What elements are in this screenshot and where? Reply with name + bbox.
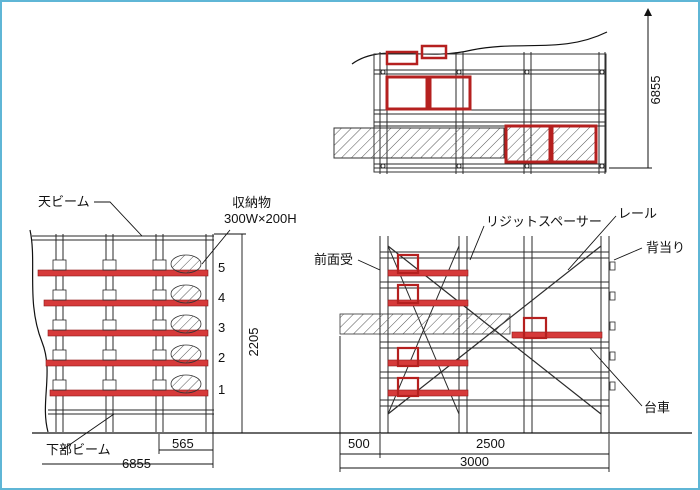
leader-lines [61,201,643,451]
bottom-beam-label: 下部ビーム [46,442,111,457]
left-view-length-label: 6855 [122,456,151,471]
left-view-joints [52,259,167,391]
right-view-dimensions [339,336,610,472]
left-view-depth-label: 565 [172,436,194,451]
right-view-back-stops [609,261,616,391]
level-label-5: 5 [218,260,225,275]
level-label-3: 3 [218,320,225,335]
storage-item-label: 収納物 [232,195,271,210]
cart-label: 台車 [644,400,670,415]
top-beam-label: 天ビーム [38,194,90,209]
left-view-dimensions [42,233,246,468]
rail-label: レール [618,206,657,221]
storage-size-label: 300W×200H [224,211,297,226]
back-stop-label: 背当り [646,240,685,255]
level-label-1: 1 [218,382,225,397]
rigid-spacer-label: リジットスペーサー [486,214,602,229]
right-view-carts [396,253,548,398]
left-view-height-label: 2205 [246,328,261,357]
left-view-storage-items [170,254,202,394]
right-view-extended-item [339,313,511,335]
right-view-rails [387,269,603,397]
right-total-length-label: 3000 [460,454,489,469]
level-label-2: 2 [218,350,225,365]
top-view [333,31,608,174]
right-front-depth-label: 500 [348,436,370,451]
level-label-4: 4 [218,290,225,305]
left-view-level-beams [37,269,209,397]
top-view-height-label: 6855 [648,76,663,105]
front-stop-label: 前面受 [314,252,353,267]
top-view-height-dimension [609,8,652,169]
right-rail-length-label: 2500 [476,436,505,451]
